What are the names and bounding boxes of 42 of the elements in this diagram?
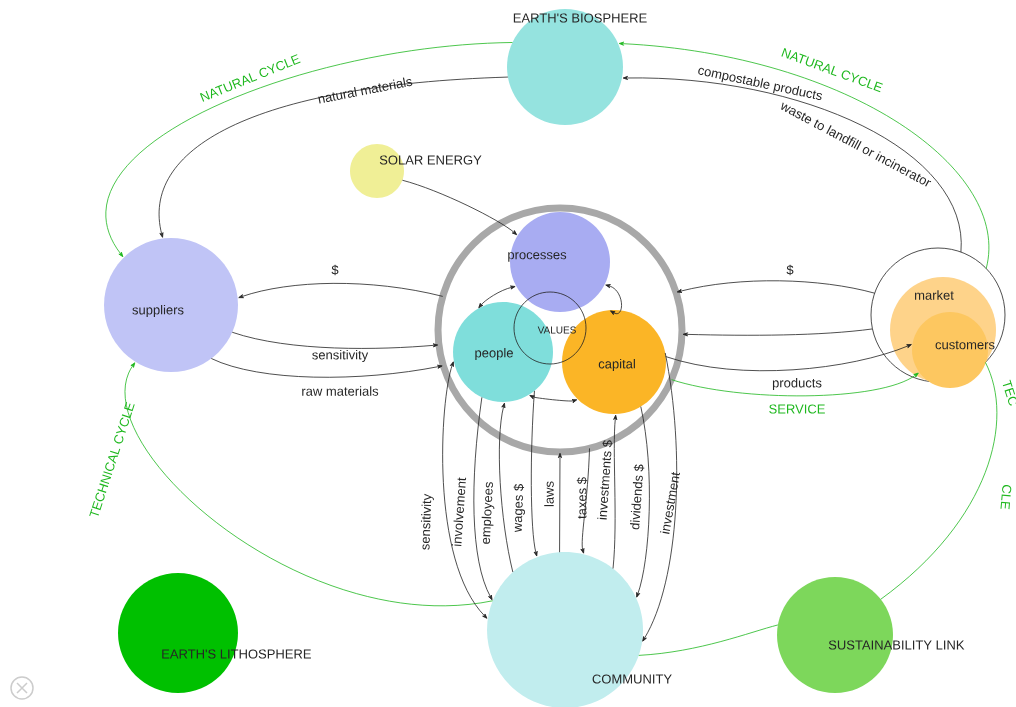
arrow	[238, 282, 444, 299]
arrow	[612, 414, 618, 569]
edge-label: $	[786, 264, 794, 276]
edge-label: sensitivity	[420, 493, 434, 550]
arrow	[618, 41, 990, 269]
arrow	[557, 452, 562, 553]
edge-label: SERVICE	[769, 404, 825, 414]
edge-label: investment	[660, 471, 680, 534]
arrow	[158, 76, 509, 238]
arrow	[671, 372, 919, 397]
edge-label: wages $	[513, 484, 526, 533]
arrow	[642, 352, 677, 642]
arrow	[402, 179, 518, 236]
arrow	[529, 395, 578, 404]
edge-label: raw materials	[302, 386, 379, 396]
arrow	[682, 328, 873, 337]
edge-label: $	[331, 264, 339, 276]
edge-label: sensitivity	[312, 349, 369, 363]
arrow	[605, 284, 622, 315]
arrow	[478, 285, 516, 309]
edge-label: investments $	[597, 440, 613, 520]
arrow	[106, 42, 513, 258]
edge-label: dividends $	[630, 464, 645, 530]
edge-label: taxes $	[576, 477, 588, 519]
edge-label: products	[772, 377, 822, 391]
arrow	[124, 362, 494, 607]
arrow	[231, 331, 439, 349]
edge-label: laws	[544, 481, 554, 507]
arrow	[210, 358, 443, 378]
arrow	[636, 406, 650, 598]
arrow	[622, 75, 962, 253]
arrow	[442, 361, 488, 619]
arrow	[676, 280, 876, 294]
edge-label: involvement	[451, 477, 467, 547]
arrow	[498, 402, 514, 573]
arrow	[580, 448, 590, 554]
arrow	[473, 396, 493, 601]
cycle-label: CLE	[1000, 485, 1012, 510]
edge-label: employees	[481, 482, 495, 544]
arrow	[530, 390, 538, 557]
arrow	[665, 344, 912, 372]
edge-label: natural materials	[318, 77, 413, 104]
